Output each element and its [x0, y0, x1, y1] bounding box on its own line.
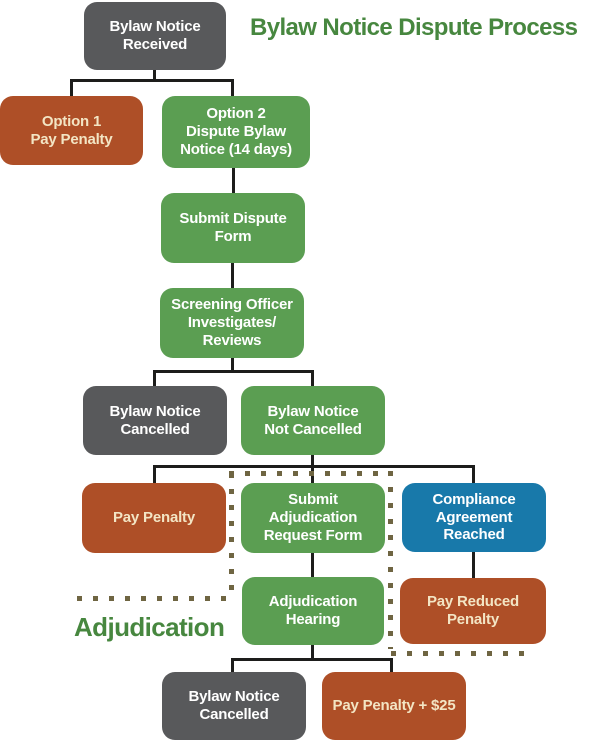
- node-bylaw-notice-not-cancelled: Bylaw Notice Not Cancelled: [241, 386, 385, 455]
- node-adjudication-hearing: Adjudication Hearing: [242, 577, 384, 645]
- connector-line: [70, 79, 234, 82]
- connector-line: [231, 658, 234, 672]
- connector-line: [153, 370, 314, 373]
- connector-line: [231, 263, 234, 288]
- connector-line: [311, 455, 314, 467]
- node-bylaw-notice-cancelled-upper: Bylaw Notice Cancelled: [83, 386, 227, 455]
- connector-line: [231, 658, 393, 661]
- node-screening-officer-investigates: Screening Officer Investigates/ Reviews: [160, 288, 304, 358]
- connector-line: [153, 68, 156, 80]
- node-bylaw-notice-received: Bylaw Notice Received: [84, 2, 226, 70]
- node-pay-penalty: Pay Penalty: [82, 483, 226, 553]
- adjudication-section-label: Adjudication: [74, 612, 225, 642]
- connector-line: [153, 465, 475, 468]
- adjudication-boundary-dotted-line: [388, 471, 393, 649]
- node-option-1-pay-penalty: Option 1 Pay Penalty: [0, 96, 143, 165]
- connector-line: [231, 358, 234, 372]
- connector-line: [472, 552, 475, 578]
- node-bylaw-notice-cancelled-lower: Bylaw Notice Cancelled: [162, 672, 306, 740]
- connector-line: [231, 79, 234, 96]
- adjudication-boundary-dotted-line: [391, 651, 525, 656]
- adjudication-boundary-dotted-line: [229, 471, 392, 476]
- connector-line: [311, 645, 314, 659]
- adjudication-boundary-dotted-line: [77, 596, 229, 601]
- connector-line: [232, 168, 235, 193]
- connector-line: [153, 465, 156, 483]
- connector-line: [311, 553, 314, 577]
- adjudication-boundary-dotted-line: [229, 473, 234, 597]
- connector-line: [70, 79, 73, 96]
- node-pay-reduced-penalty: Pay Reduced Penalty: [400, 578, 546, 644]
- node-submit-adjudication-request-form: Submit Adjudication Request Form: [241, 483, 385, 553]
- node-pay-penalty-plus-25: Pay Penalty + $25: [322, 672, 466, 740]
- connector-line: [311, 370, 314, 386]
- node-submit-dispute-form: Submit Dispute Form: [161, 193, 305, 263]
- node-option-2-dispute-bylaw-notice: Option 2 Dispute Bylaw Notice (14 days): [162, 96, 310, 168]
- connector-line: [390, 658, 393, 672]
- node-compliance-agreement-reached: Compliance Agreement Reached: [402, 483, 546, 552]
- connector-line: [472, 465, 475, 483]
- page-title: Bylaw Notice Dispute Process: [250, 14, 578, 41]
- connector-line: [153, 370, 156, 386]
